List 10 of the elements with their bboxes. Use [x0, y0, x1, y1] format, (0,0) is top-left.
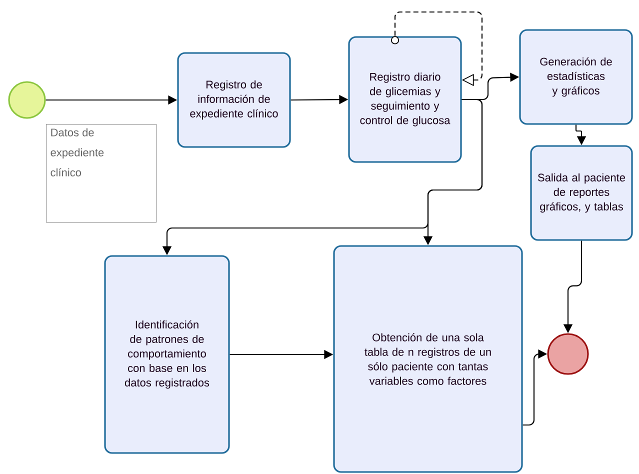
annotation-box: Datos de expediente clínico	[46, 124, 157, 223]
dashed-loop-arrow	[394, 11, 483, 86]
end-event-circle	[547, 333, 589, 375]
process-box: Identificación de patrones de comportamiento con base en los datos registrados	[104, 255, 230, 454]
process-box: Obtención de una sola tabla de n registros de un sólo paciente con tantas variables como factores	[333, 245, 523, 473]
process-box: Generación de estadísticas y gráficos	[519, 29, 633, 125]
start-event-circle	[8, 81, 46, 119]
process-box: Salida al paciente de reportes gráficos, y tablas	[530, 145, 633, 241]
process-box: Registro de información de expediente clínico	[177, 52, 291, 148]
process-box: Registro diario de glicemias y seguimiento y control de glucosa	[348, 36, 462, 163]
